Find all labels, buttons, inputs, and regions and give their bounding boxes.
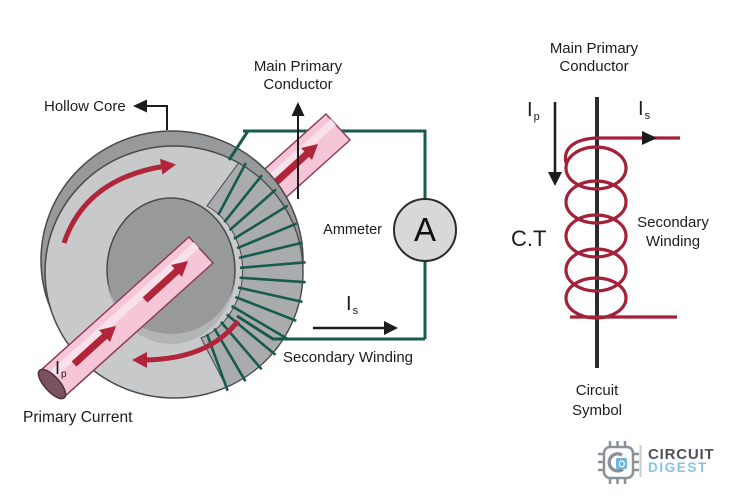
ct-label: C.T xyxy=(511,226,547,251)
ip-current-arrow-right xyxy=(548,102,562,186)
circuit-symbol-line1: Circuit xyxy=(575,382,619,399)
is-subscript: s xyxy=(352,305,359,317)
winding-turn xyxy=(228,188,277,232)
circuit-symbol-line2: Symbol xyxy=(571,402,623,419)
tube-end-cap xyxy=(37,368,67,400)
symbol-coil xyxy=(563,136,680,320)
secondary-winding-right-line2: Winding xyxy=(645,233,701,250)
ip-subscript-right: p xyxy=(533,111,540,123)
is-current-label-right: Is xyxy=(638,99,650,126)
ammeter-label: Ammeter xyxy=(323,222,382,238)
ip-symbol: I xyxy=(55,358,61,378)
secondary-winding-label-left: Secondary Winding xyxy=(282,349,414,366)
main-primary-right-line2: Conductor xyxy=(559,58,629,75)
ip-subscript: p xyxy=(61,369,67,380)
is-subscript-right: s xyxy=(644,110,651,122)
main-primary-conductor-label-left: Main Primary Conductor xyxy=(244,58,352,94)
secondary-circuit-wire-back xyxy=(243,129,427,339)
core-current-arrow-bottom xyxy=(132,319,240,368)
is-symbol-right: I xyxy=(638,98,644,120)
winding-turn xyxy=(239,276,306,284)
main-primary-line2: Conductor xyxy=(263,76,333,93)
is-current-label-left: Is xyxy=(346,294,358,321)
circuitdigest-chip-icon xyxy=(598,441,639,484)
ip-current-label-right: Ip xyxy=(527,100,540,127)
main-primary-conductor-pointer xyxy=(291,102,305,199)
primary-current-arrow-3 xyxy=(272,144,318,186)
primary-current-arrow-1 xyxy=(71,326,116,367)
secondary-winding-turns xyxy=(205,162,306,392)
is-symbol: I xyxy=(346,293,352,315)
winding-turn xyxy=(236,222,297,250)
winding-turn xyxy=(234,295,297,323)
primary-current-arrow-2 xyxy=(142,261,188,303)
secondary-winding-right-line1: Secondary xyxy=(637,214,709,231)
logo-digest-text: DIGEST xyxy=(648,460,708,475)
main-primary-line1: Main Primary xyxy=(253,58,343,75)
ip-symbol-right: I xyxy=(527,99,533,121)
hollow-core-pointer xyxy=(133,99,168,130)
winding-turn xyxy=(238,241,303,260)
circuit-symbol-label: Circuit Symbol xyxy=(551,381,643,421)
winding-turn xyxy=(230,304,288,340)
hollow-core-label: Hollow Core xyxy=(44,98,126,115)
is-current-arrowhead-right xyxy=(642,131,657,145)
logo-circuit-text: CIRCUIT xyxy=(648,446,715,463)
ip-current-label-left: Ip xyxy=(55,359,67,384)
is-current-arrow-left xyxy=(313,321,398,335)
main-primary-right-line1: Main Primary xyxy=(549,40,639,57)
winding-turn xyxy=(223,174,264,224)
winding-turn xyxy=(233,204,289,241)
winding-turn xyxy=(217,162,248,216)
winding-turn xyxy=(239,261,306,270)
core-current-arrow-top xyxy=(61,158,176,244)
ammeter-symbol: A xyxy=(413,211,436,248)
secondary-winding-label-right: Secondary Winding xyxy=(627,213,719,251)
ct-circuit-symbol xyxy=(548,97,680,368)
primary-current-label: Primary Current xyxy=(23,409,133,426)
winding-turn xyxy=(237,286,303,304)
secondary-circuit-wire-front xyxy=(227,130,425,341)
main-primary-conductor-label-right: Main Primary Conductor xyxy=(544,40,644,76)
ammeter-body xyxy=(393,198,457,262)
primary-conductor-tube-front xyxy=(37,235,215,400)
